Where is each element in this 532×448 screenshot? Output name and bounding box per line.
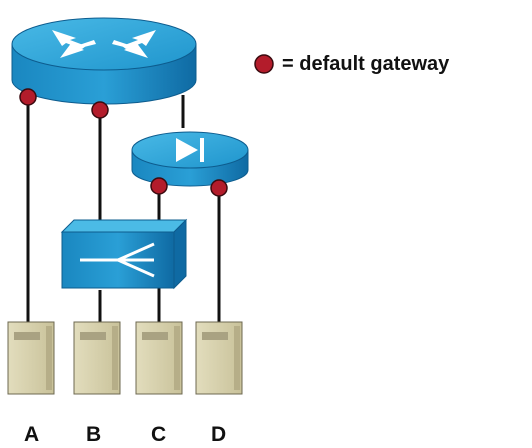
switch bbox=[60, 218, 188, 290]
router bbox=[11, 17, 197, 105]
server-label-c: C bbox=[151, 423, 166, 446]
server-d bbox=[195, 321, 243, 395]
gateway-markers bbox=[19, 88, 228, 197]
server-a bbox=[7, 321, 55, 395]
gateway-dot bbox=[150, 177, 168, 195]
gateway-dot bbox=[210, 179, 228, 197]
secondary-router bbox=[131, 131, 249, 187]
server-label-d: D bbox=[211, 423, 226, 446]
legend-marker bbox=[254, 54, 274, 74]
router-forward-icon bbox=[176, 138, 204, 162]
router-icon bbox=[52, 30, 156, 58]
server-label-b: B bbox=[86, 423, 101, 446]
server-c bbox=[135, 321, 183, 395]
servers bbox=[7, 321, 243, 395]
switch-icon bbox=[80, 242, 155, 278]
server-b bbox=[73, 321, 121, 395]
legend-label: = default gateway bbox=[282, 53, 450, 75]
legend: = default gateway bbox=[254, 53, 450, 75]
gateway-dot bbox=[19, 88, 37, 106]
gateway-dot bbox=[91, 101, 109, 119]
server-label-a: A bbox=[24, 423, 39, 446]
